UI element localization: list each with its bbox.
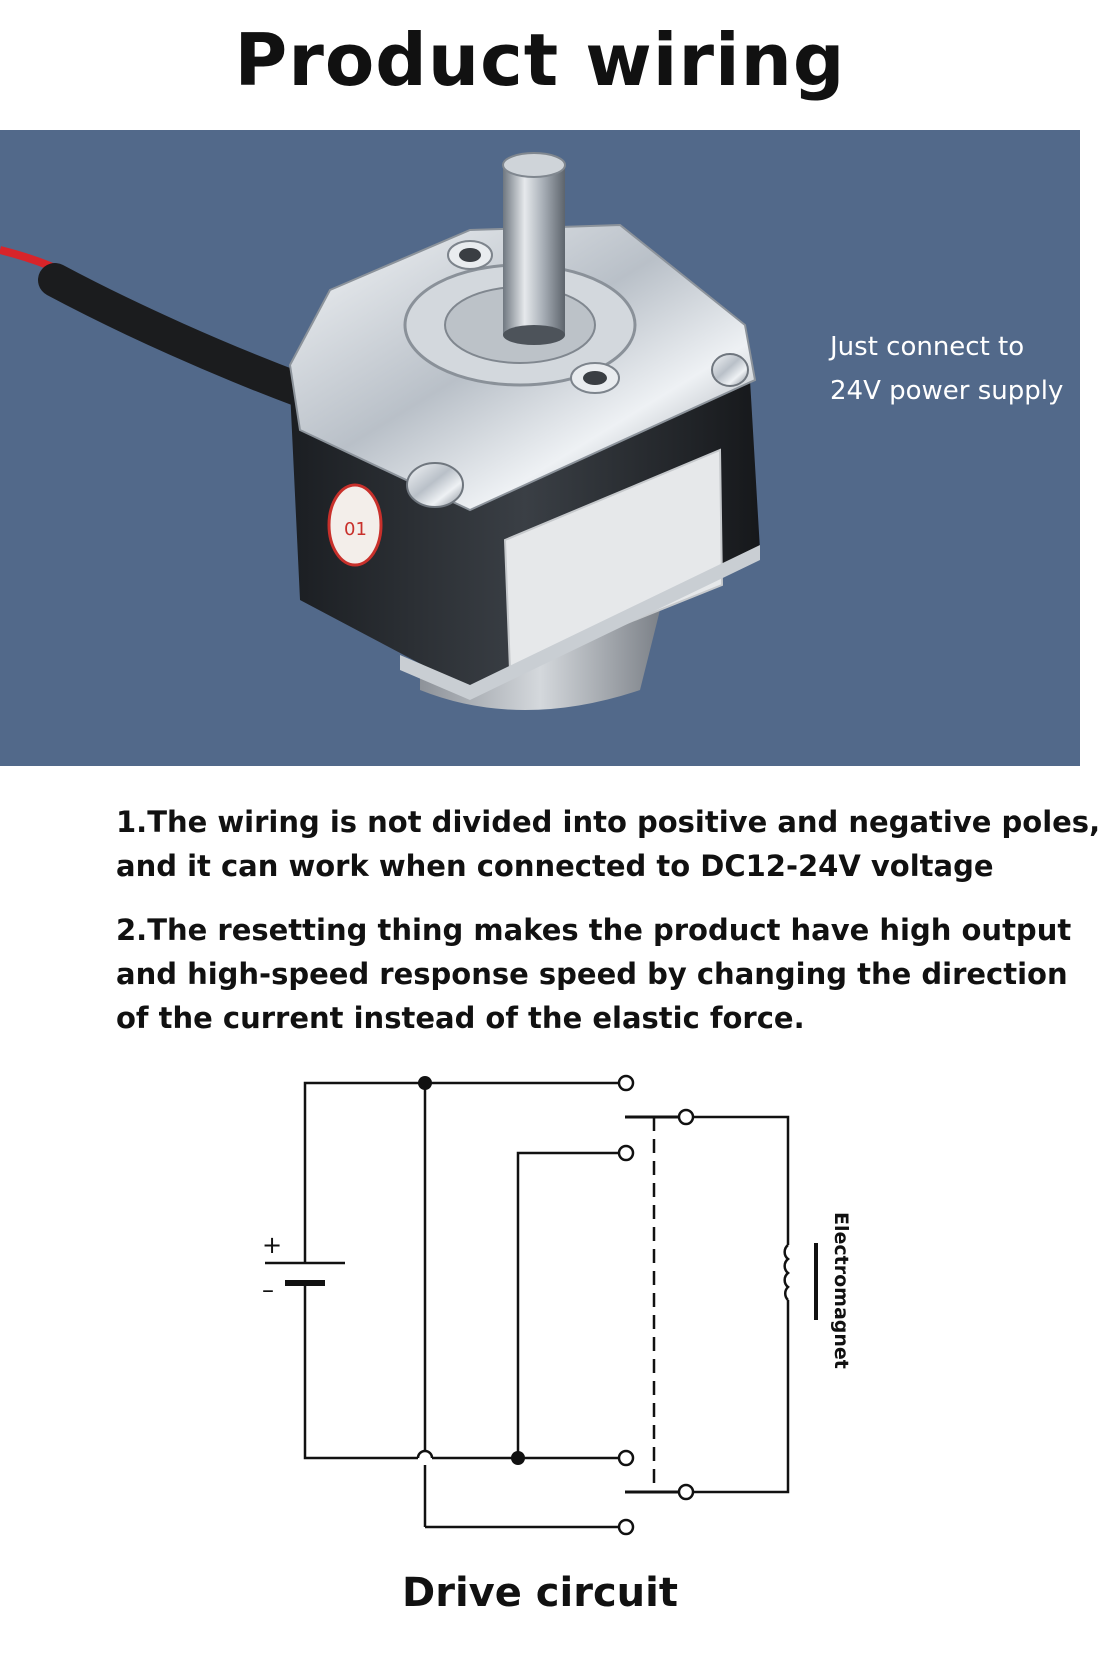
rivet (406, 462, 464, 508)
battery-minus-sign: – (262, 1276, 274, 1304)
output-shaft (502, 152, 566, 345)
note-line: and it can work when connected to DC12-2… (116, 849, 994, 883)
mounting-hole (570, 362, 620, 394)
switch-terminal (617, 1144, 635, 1162)
junction-dot (418, 1076, 432, 1090)
red-seal-stamp: 01 (327, 483, 383, 567)
caption-line: 24V power supply (830, 376, 1064, 406)
battery-plus-sign: + (262, 1231, 282, 1259)
solenoid-illustration: 01 (0, 152, 760, 710)
note-line: 1.The wiring is not divided into positiv… (116, 805, 1100, 839)
switch-terminal (617, 1449, 635, 1467)
switch-terminal (617, 1518, 635, 1536)
wire-coil-top (693, 1115, 790, 1245)
wire-left-bottom (303, 1283, 418, 1460)
switch-terminal (677, 1483, 695, 1501)
rivet (711, 353, 749, 387)
diagram-caption: Drive circuit (402, 1570, 678, 1616)
note-line: of the current instead of the elastic fo… (116, 1001, 805, 1035)
note-line: 2.The resetting thing makes the product … (116, 913, 1072, 947)
svg-text:01: 01 (344, 519, 367, 540)
wire-crossover (416, 1449, 434, 1459)
product-photo-panel: 01 Just connect (0, 130, 1080, 766)
caption-line: Just connect to (830, 332, 1025, 362)
electromagnet-coil (783, 1244, 790, 1301)
product-label-plate (503, 448, 724, 672)
note-line: and high-speed response speed by changin… (116, 957, 1068, 991)
lower-chrome-rim (400, 545, 760, 700)
wire-coil-bottom (693, 1300, 790, 1494)
electromagnet-label: Electromagnet (830, 1212, 852, 1369)
wiring-notes: 1.The wiring is not divided into positiv… (116, 800, 1100, 1040)
wire-inner-loop (516, 1151, 619, 1458)
wire-top-left (303, 1081, 624, 1263)
page-title: Product wiring (234, 18, 846, 102)
black-wire-sleeve (38, 263, 317, 407)
switch-terminal (617, 1074, 635, 1092)
junction-dot (511, 1451, 525, 1465)
mounting-hole (447, 240, 493, 270)
drive-circuit-diagram: + – Electromagnet (262, 1074, 852, 1536)
photo-caption: Just connect to 24V power supply (830, 325, 1080, 413)
switch-terminal (677, 1108, 695, 1126)
